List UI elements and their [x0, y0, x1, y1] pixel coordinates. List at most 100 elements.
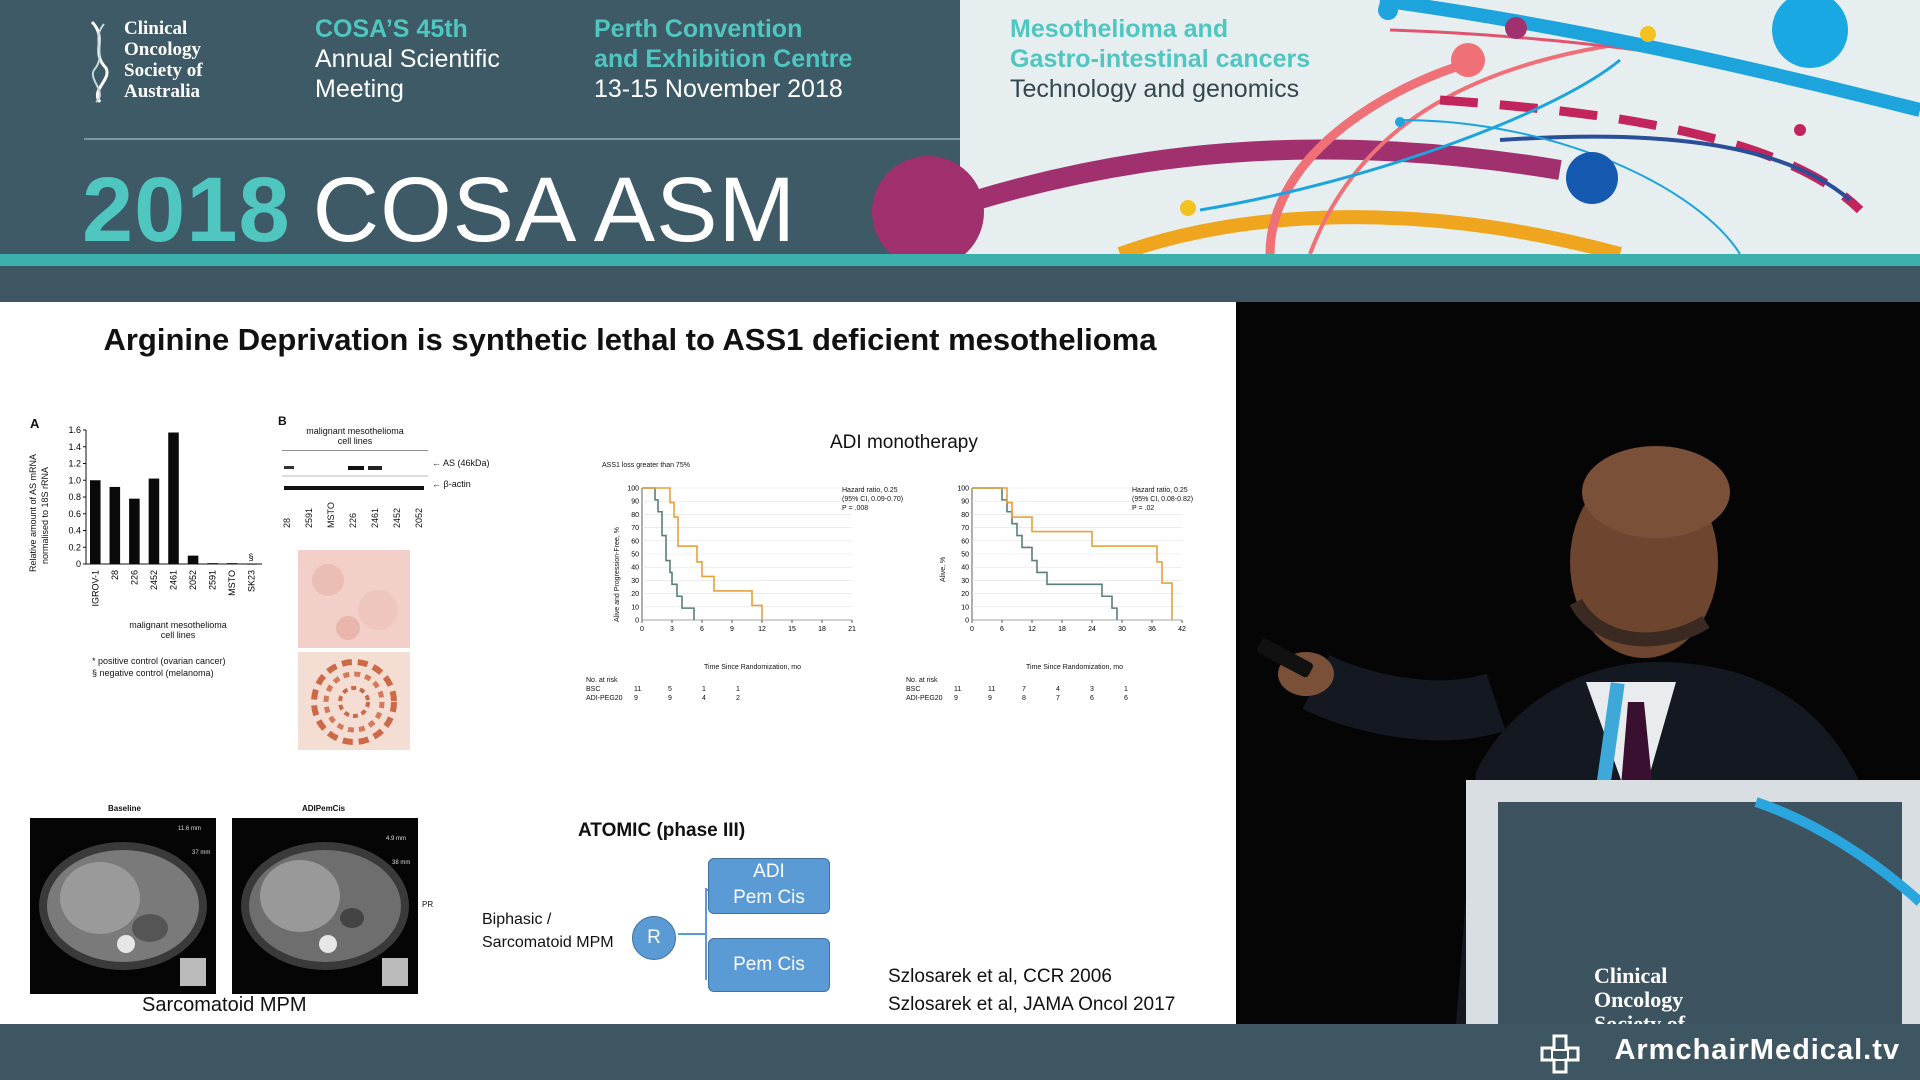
risk-cell: 9 [668, 695, 672, 702]
y-tick-label: 70 [961, 525, 969, 532]
xlabel-line: cell lines [160, 630, 196, 640]
hr-line: P = .02 [1132, 505, 1155, 512]
armchair-medical-icon [1540, 1034, 1580, 1074]
ct-pr-label: PR [422, 900, 434, 909]
header-line: cell lines [337, 436, 373, 446]
presentation-slide: Arginine Deprivation is synthetic lethal… [0, 302, 1236, 1024]
km-curve-adi-peg20 [972, 487, 1173, 620]
risk-cell: 9 [954, 695, 958, 702]
panel-a-ylabel: Relative amount of AS mRNA [28, 453, 38, 572]
x-tick-label: 6 [700, 626, 704, 633]
risk-cell: 11 [954, 686, 962, 693]
y-tick-label: 0 [965, 618, 969, 625]
hr-line: P = .008 [842, 505, 869, 512]
y-tick-label: 1.2 [68, 459, 81, 469]
risk-title: No. at risk [586, 677, 618, 684]
y-tick-label: 0 [635, 618, 639, 625]
blot-lane-label: 28 [282, 517, 292, 528]
adi-title: ADI monotherapy [830, 432, 978, 453]
y-tick-label: 0.6 [68, 509, 81, 519]
hr-line: Hazard ratio, 0.25 [1132, 487, 1188, 494]
randomization-node: R [632, 916, 676, 960]
y-tick-label: 60 [961, 538, 969, 545]
y-tick-label: 70 [631, 525, 639, 532]
risk-title: No. at risk [906, 677, 938, 684]
y-tick-label: 80 [631, 512, 639, 519]
venue-name: and Exhibition Centre [594, 45, 853, 73]
risk-cell: 3 [1090, 686, 1094, 693]
speaker-video: Clinical Oncology Society of [1236, 302, 1920, 1024]
atomic-population: Biphasic / Sarcomatoid MPM [482, 908, 614, 954]
y-tick-label: 30 [631, 578, 639, 585]
logo-line: Oncology [124, 39, 202, 60]
reference: Szlosarek et al, JAMA Oncol 2017 [888, 994, 1176, 1015]
x-tick-label: 24 [1088, 626, 1096, 633]
risk-cell: 1 [702, 686, 706, 693]
x-tick-label: 9 [730, 626, 734, 633]
ihc-image-positive [298, 652, 410, 750]
x-tick-label: 6 [1000, 626, 1004, 633]
x-tick-label: 18 [1058, 626, 1066, 633]
band-actin: β-actin [443, 479, 471, 489]
atomic-title: ATOMIC (phase III) [578, 820, 746, 841]
x-tick-label: 42 [1178, 626, 1186, 633]
risk-cell: 6 [1124, 695, 1128, 702]
podium-logo-text: Clinical Oncology Society of [1594, 964, 1686, 1025]
theme-title: Mesothelioma and [1010, 15, 1229, 43]
podium-line: Society of [1594, 1011, 1686, 1025]
y-tick-label: 20 [631, 591, 639, 598]
x-tick-label: 30 [1118, 626, 1126, 633]
cosa-logo: Clinical Oncology Society of Australia [86, 18, 226, 108]
x-tick-label: MSTO [227, 570, 237, 596]
meeting-line: Meeting [315, 75, 404, 103]
band-as: AS (46kDa) [443, 458, 490, 468]
panel-a-footnote: * positive control (ovarian cancer) [92, 656, 226, 666]
risk-row-label: BSC [586, 686, 601, 693]
logo-helix-icon [90, 20, 109, 103]
event-year: 2018 [82, 159, 291, 254]
y-tick-label: 90 [631, 499, 639, 506]
x-tick-label: 2461 [169, 570, 179, 590]
y-tick-label: 0.2 [68, 542, 81, 552]
x-tick-label: 36 [1148, 626, 1156, 633]
risk-cell: 5 [668, 686, 672, 693]
bar [207, 563, 218, 564]
y-tick-label: 0 [76, 559, 81, 569]
blot-lane-label: 2461 [370, 507, 380, 528]
bar [109, 486, 121, 564]
panel-a-label: A [30, 416, 40, 431]
arm-line: Pem Cis [733, 887, 805, 908]
y-tick-label: 1.4 [68, 442, 81, 452]
km-curve-adi-peg20 [642, 487, 763, 620]
y-tick-label: 40 [961, 565, 969, 572]
y-tick-label: 0.4 [68, 526, 81, 536]
venue-name: Perth Convention [594, 15, 803, 43]
banner-divider [84, 138, 960, 140]
panel-b-header: malignant mesothelioma cell lines [290, 426, 420, 446]
risk-row-label: BSC [906, 686, 921, 693]
y-tick-label: 60 [631, 538, 639, 545]
x-tick-label: 12 [758, 626, 766, 633]
ct-measure: 38 mm [392, 860, 411, 866]
risk-cell: 7 [1056, 695, 1060, 702]
logo-line: Australia [124, 81, 200, 102]
arm-adi-pemcis: ADI Pem Cis [708, 858, 830, 914]
left-km-xlabel: Time Since Randomization, mo [704, 664, 802, 671]
x-tick-label: 15 [788, 626, 796, 633]
watermark: ArmchairMedical.tv [1614, 1034, 1900, 1066]
risk-cell: 8 [1022, 695, 1026, 702]
panel-a-ylabel: normalised to 18S rRNA [40, 466, 50, 564]
section-mark: § [248, 552, 253, 562]
x-tick-label: 0 [640, 626, 644, 633]
meeting-ordinal: COSA’S 45th [315, 15, 468, 43]
y-tick-label: 90 [961, 499, 969, 506]
population-line: Sarcomatoid MPM [482, 934, 614, 951]
x-tick-label: SK23 [247, 570, 257, 592]
podium-line: Oncology [1594, 987, 1684, 1012]
x-tick-label: 0 [970, 626, 974, 633]
